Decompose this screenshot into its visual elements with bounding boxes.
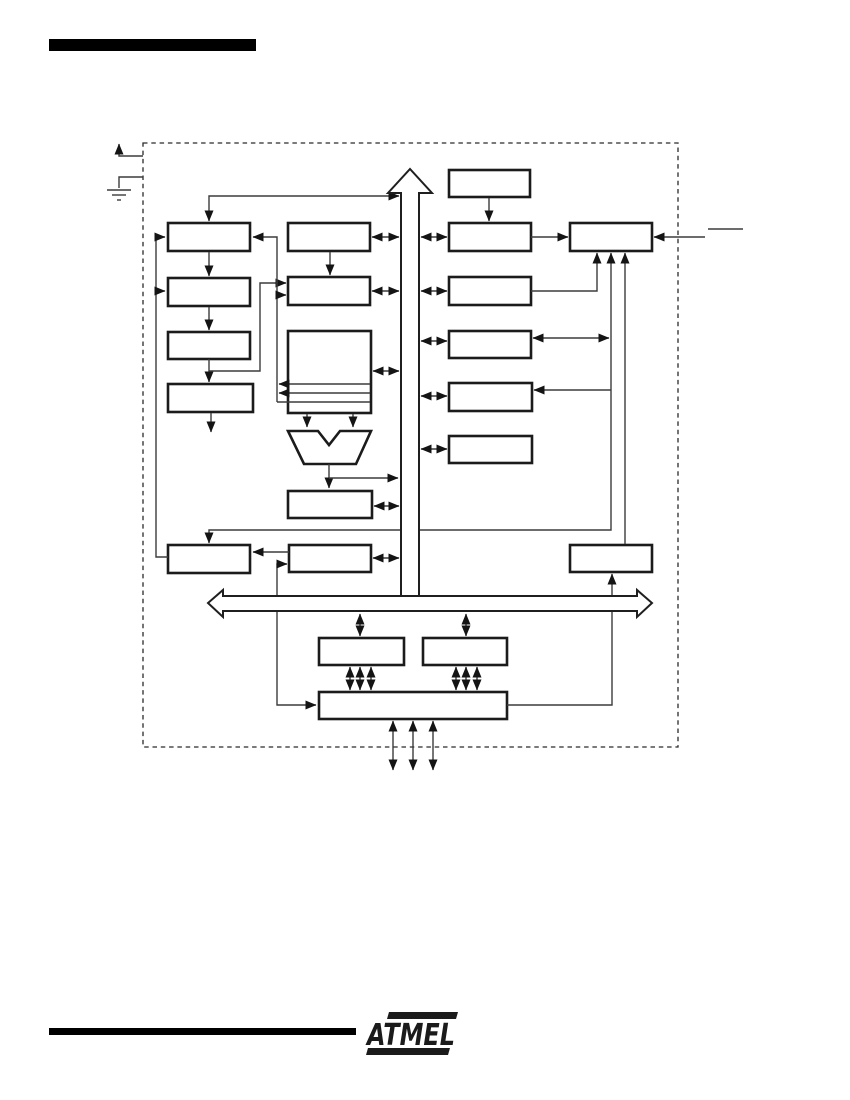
- logo-bottom-bar: [366, 1048, 450, 1055]
- pc-feed-line: [204, 191, 400, 222]
- diagram-box-far-right-top: [568, 221, 654, 253]
- diagram-box-mid-4: [287, 543, 373, 574]
- inner-loop: [252, 232, 278, 402]
- diagram-box-far-right-low: [568, 543, 654, 574]
- diagram-box-left-4: [166, 382, 255, 414]
- diagram-box-register-file: [286, 329, 373, 415]
- diagram-box-mid-2: [286, 275, 372, 307]
- diagram-box-right-4: [447, 381, 534, 413]
- diagram-box-mid-3: [286, 489, 374, 520]
- alu-trapezoid: [285, 429, 374, 466]
- diagram-box-io-module-2: [421, 636, 509, 667]
- diagram-box-right-1: [447, 221, 533, 253]
- diagram-box-left-2: [166, 276, 252, 308]
- diagram-box-mid-1: [286, 221, 372, 253]
- diagram-box-right-2: [447, 275, 533, 307]
- diagram-box-left-1: [166, 221, 252, 253]
- footer-rule: [49, 1028, 356, 1035]
- diagram-box-left-3: [166, 330, 252, 361]
- diagram-box-right-0: [447, 168, 532, 199]
- left-loop-main: [154, 232, 168, 558]
- logo-top-bar: [387, 1012, 458, 1019]
- atmel-logo: ATMEL: [365, 1012, 458, 1055]
- heading-redaction-bar: [49, 39, 256, 51]
- diagram-box-port-wide: [317, 690, 509, 721]
- gnd-link: [118, 176, 143, 188]
- diagram-box-bottom-left: [166, 543, 252, 575]
- diagram-box-right-3: [447, 329, 533, 360]
- diagram-box-right-5: [447, 434, 534, 465]
- vcc-link: [114, 143, 143, 157]
- diagram-box-io-module-1: [317, 636, 406, 667]
- horizontal-data-bus-arrow: [206, 587, 654, 620]
- right2-to-top: [531, 252, 602, 292]
- port-to-mid4: [276, 559, 317, 710]
- vertical-data-bus-arrow: [385, 167, 435, 598]
- logo-wordmark: ATMEL: [365, 1018, 455, 1053]
- port-to-farright: [507, 573, 617, 706]
